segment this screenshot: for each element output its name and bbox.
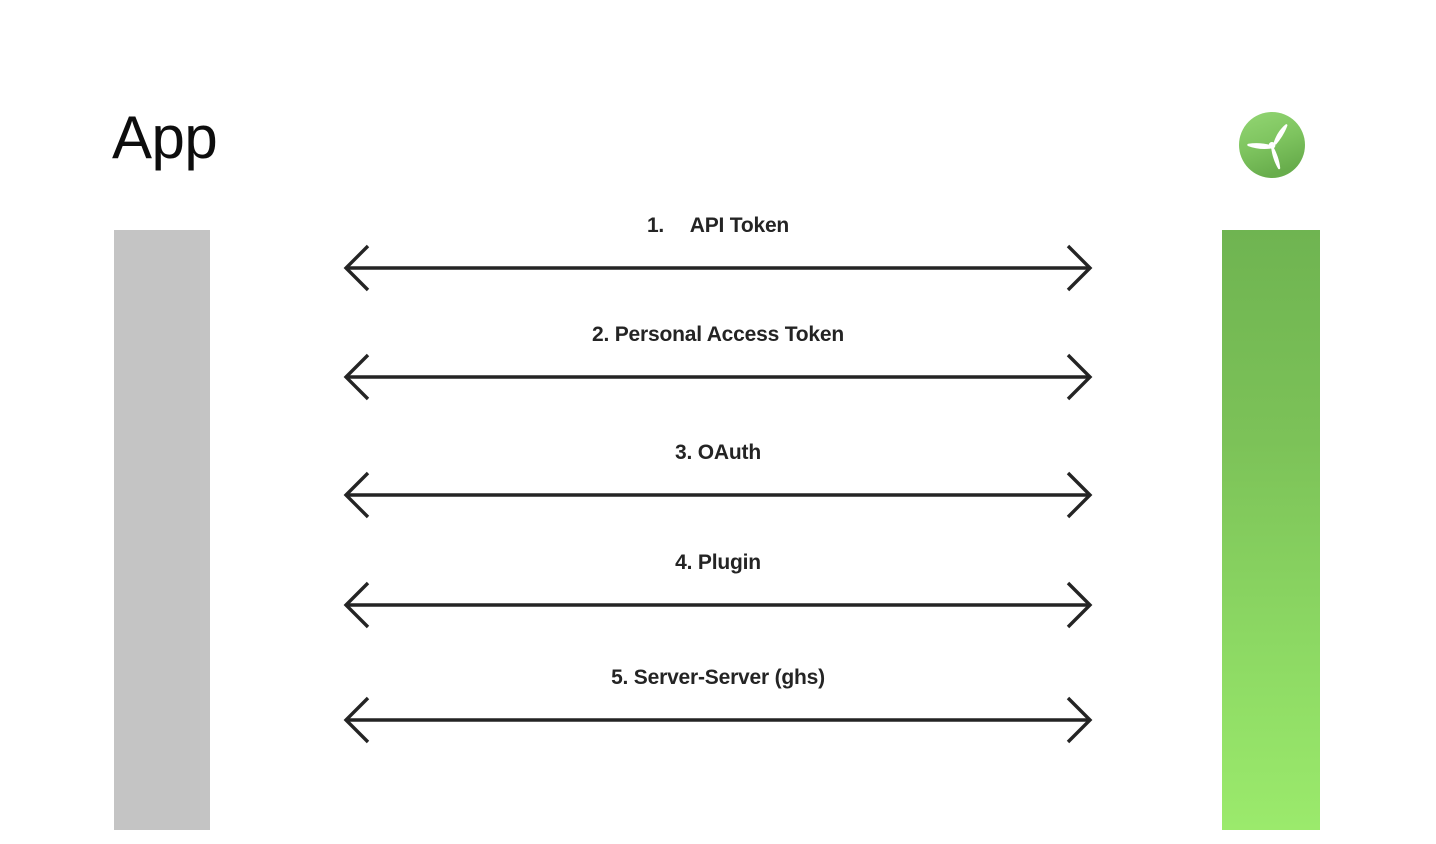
app-lifeline-bar — [114, 230, 210, 830]
bidirectional-arrow-icon — [340, 469, 1096, 521]
bidirectional-arrow-icon — [340, 351, 1096, 403]
message-row: 5. Server-Server (ghs) — [340, 666, 1096, 746]
message-row: 1. API Token — [340, 214, 1096, 294]
message-label: 2. Personal Access Token — [592, 323, 844, 346]
message-label: 1. API Token — [646, 214, 790, 237]
bidirectional-arrow-icon — [340, 242, 1096, 294]
message-label: 3. OAuth — [675, 441, 761, 464]
bidirectional-arrow-icon — [340, 579, 1096, 631]
message-row: 2. Personal Access Token — [340, 323, 1096, 403]
propeller-logo-icon — [1237, 110, 1307, 180]
message-label: 5. Server-Server (ghs) — [611, 666, 825, 689]
message-row: 4. Plugin — [340, 551, 1096, 631]
message-label: 4. Plugin — [675, 551, 761, 574]
service-lifeline-bar — [1222, 230, 1320, 830]
page-title: App — [112, 104, 218, 171]
bidirectional-arrow-icon — [340, 694, 1096, 746]
message-row: 3. OAuth — [340, 441, 1096, 521]
